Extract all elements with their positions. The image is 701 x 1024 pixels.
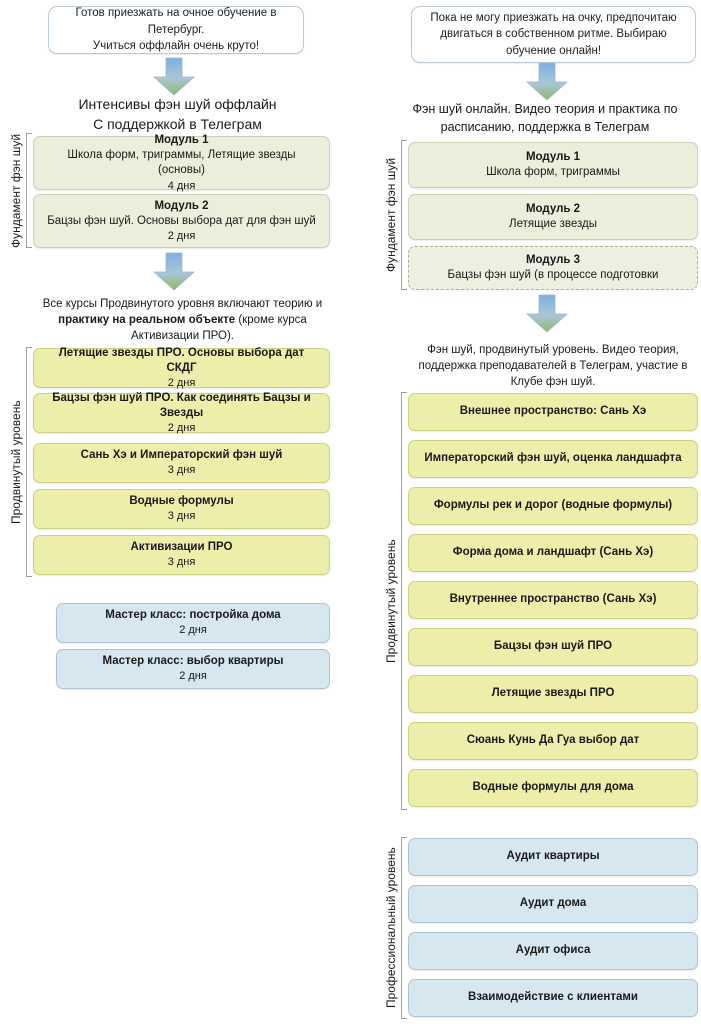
right-foundation-rail [401,140,407,290]
right-professional-course-2[interactable]: Аудит дома [408,885,698,923]
module-title: Модуль 2 [525,202,581,215]
course-days: 2 дня [167,376,196,389]
right-professional-course-4[interactable]: Взаимодействие с клиентами [408,979,698,1017]
left-foundation-module-1[interactable]: Модуль 1 Школа форм, триграммы, Летящие … [33,133,330,192]
module-title: Модуль 1 [154,133,209,146]
note-line-1: Фэн шуй, продвинутый уровень. Видео теор… [427,344,679,356]
down-arrow-icon [525,62,569,102]
right-intro-line-3: обучение онлайн! [505,44,602,57]
right-advanced-course-5[interactable]: Внутреннее пространство (Сань Хэ) [408,581,698,619]
left-advanced-group-label: Продвинутый уровень [9,400,23,524]
course-title: Сань Хэ и Императорский фэн шуй [80,449,283,462]
course-title: Взаимодействие с клиентами [468,991,638,1004]
right-advanced-course-3[interactable]: Формулы рек и дорог (водные формулы) [408,487,698,525]
course-title: Летящие звезды ПРО [491,687,615,700]
left-heading-line-1: Интенсивы фэн шуй оффлайн [78,96,277,112]
course-title: Бацзы фэн шуй ПРО. Как соединять Бацзы и… [52,391,311,419]
left-advanced-course-5[interactable]: Активизации ПРО 3 дня [33,535,330,575]
right-advanced-course-2[interactable]: Императорский фэн шуй, оценка ландшафта [408,440,698,478]
course-title: Аудит дома [519,897,587,910]
right-foundation-group-label: Фундамент фэн шуй [384,157,398,273]
masterclass-days: 2 дня [179,624,207,637]
course-days: 3 дня [167,556,196,569]
left-intro-line-1: Готов приезжать на очное обучение в Пете… [75,7,277,36]
course-title: Внутреннее пространство (Сань Хэ) [449,593,657,606]
right-advanced-course-1[interactable]: Внешнее пространство: Сань Хэ [408,393,698,431]
course-title: Внешнее пространство: Сань Хэ [459,405,647,418]
masterclass-days: 2 дня [179,670,207,683]
course-title: Активизации ПРО [130,541,233,554]
course-days: 2 дня [167,421,196,434]
right-advanced-course-9[interactable]: Водные формулы для дома [408,769,698,807]
left-foundation-group-label: Фундамент фэн шуй [9,133,23,248]
right-professional-course-3[interactable]: Аудит офиса [408,932,698,970]
down-arrow-icon [152,57,196,97]
course-title: Аудит офиса [515,944,591,957]
left-masterclass-2[interactable]: Мастер класс: выбор квартиры 2 дня [56,649,330,689]
module-subtitle: Летящие звезды [509,218,597,230]
left-foundation-rail [26,133,32,248]
left-practice-note: Все курсы Продвинутого уровня включают т… [30,296,335,344]
module-subtitle: Школа форм, триграммы, Летящие звезды (о… [67,149,296,177]
left-masterclass-1[interactable]: Мастер класс: постройка дома 2 дня [56,603,330,643]
right-advanced-note: Фэн шуй, продвинутый уровень. Видео теор… [403,342,701,390]
course-title: Императорский фэн шуй, оценка ландшафта [424,452,682,465]
note-part-1: Все курсы Продвинутого уровня включают т… [42,298,323,310]
masterclass-title: Мастер класс: выбор квартиры [102,655,284,668]
left-foundation-module-2[interactable]: Модуль 2 Бацзы фэн шуй. Основы выбора да… [33,194,330,248]
course-title: Сюань Кунь Да Гуа выбор дат [466,734,640,747]
left-advanced-course-1[interactable]: Летящие звезды ПРО. Основы выбора дат СК… [33,346,330,389]
note-part-2: (кроме курса Активизации ПРО). [130,314,307,343]
left-advanced-course-4[interactable]: Водные формулы 3 дня [33,489,330,529]
left-advanced-rail [26,347,32,577]
left-advanced-course-3[interactable]: Сань Хэ и Императорский фэн шуй 3 дня [33,443,330,483]
course-title: Аудит квартиры [506,850,600,863]
note-line-2: поддержка преподавателей в Телеграм, уча… [418,360,688,373]
left-heading-line-2: С поддержкой в Телеграм [93,116,262,133]
module-days: 4 дня [167,179,196,192]
right-heading-line-2: расписанию, поддержка в Телеграм [440,119,650,134]
left-heading: Интенсивы фэн шуй оффлайн С поддержкой в… [20,94,335,135]
course-title: Водные формулы для дома [472,781,634,794]
left-advanced-course-2[interactable]: Бацзы фэн шуй ПРО. Как соединять Бацзы и… [33,391,330,434]
right-intro-bubble: Пока не могу приезжать на очку, предпочи… [411,6,696,63]
left-intro-line-2: Учиться оффлайн очень круто! [92,40,260,53]
right-advanced-rail [401,392,407,810]
right-intro-line-2: двигаться в собственном ритме. Выбираю [440,28,667,41]
course-title: Форма дома и ландшафт (Сань Хэ) [452,546,654,559]
course-title: Водные формулы [129,495,234,508]
right-advanced-course-6[interactable]: Бацзы фэн шуй ПРО [408,628,698,666]
module-subtitle: Бацзы фэн шуй. Основы выбора дат для фэн… [47,214,316,227]
right-heading: Фэн шуй онлайн. Видео теория и практика … [395,101,695,137]
right-advanced-course-8[interactable]: Сюань Кунь Да Гуа выбор дат [408,722,698,760]
course-title: Формулы рек и дорог (водные формулы) [433,499,673,512]
course-days: 3 дня [167,510,196,523]
right-heading-line-1: Фэн шуй онлайн. Видео теория и практика … [412,102,678,116]
right-professional-group-label: Профессиональный уровень [384,847,398,1009]
module-title: Модуль 3 [525,253,581,266]
masterclass-title: Мастер класс: постройка дома [105,609,281,622]
down-arrow-icon [525,294,569,334]
down-arrow-icon [152,252,196,292]
course-days: 3 дня [167,464,196,477]
note-bold: практику на реальном объекте [58,314,236,327]
note-line-3: Клубе фэн шуй. [510,376,596,389]
course-title: Бацзы фэн шуй ПРО [493,640,613,653]
left-intro-bubble: Готов приезжать на очное обучение в Пете… [48,6,304,54]
right-foundation-module-1[interactable]: Модуль 1 Школа форм, триграммы [408,142,698,188]
right-intro-line-1: Пока не могу приезжать на очку, предпочи… [430,11,677,24]
module-subtitle: Бацзы фэн шуй (в процессе подготовки [447,269,659,281]
module-days: 2 дня [167,229,196,242]
right-professional-course-1[interactable]: Аудит квартиры [408,838,698,876]
module-title: Модуль 2 [154,199,209,212]
module-subtitle: Школа форм, триграммы [486,166,620,178]
right-advanced-course-4[interactable]: Форма дома и ландшафт (Сань Хэ) [408,534,698,572]
right-advanced-group-label: Продвинутый уровень [384,539,398,663]
module-title: Модуль 1 [525,150,581,163]
right-foundation-module-3[interactable]: Модуль 3 Бацзы фэн шуй (в процессе подго… [408,246,698,290]
right-advanced-course-7[interactable]: Летящие звезды ПРО [408,675,698,713]
course-title: Летящие звезды ПРО. Основы выбора дат СК… [58,346,305,374]
right-professional-rail [401,837,407,1019]
right-foundation-module-2[interactable]: Модуль 2 Летящие звезды [408,194,698,240]
